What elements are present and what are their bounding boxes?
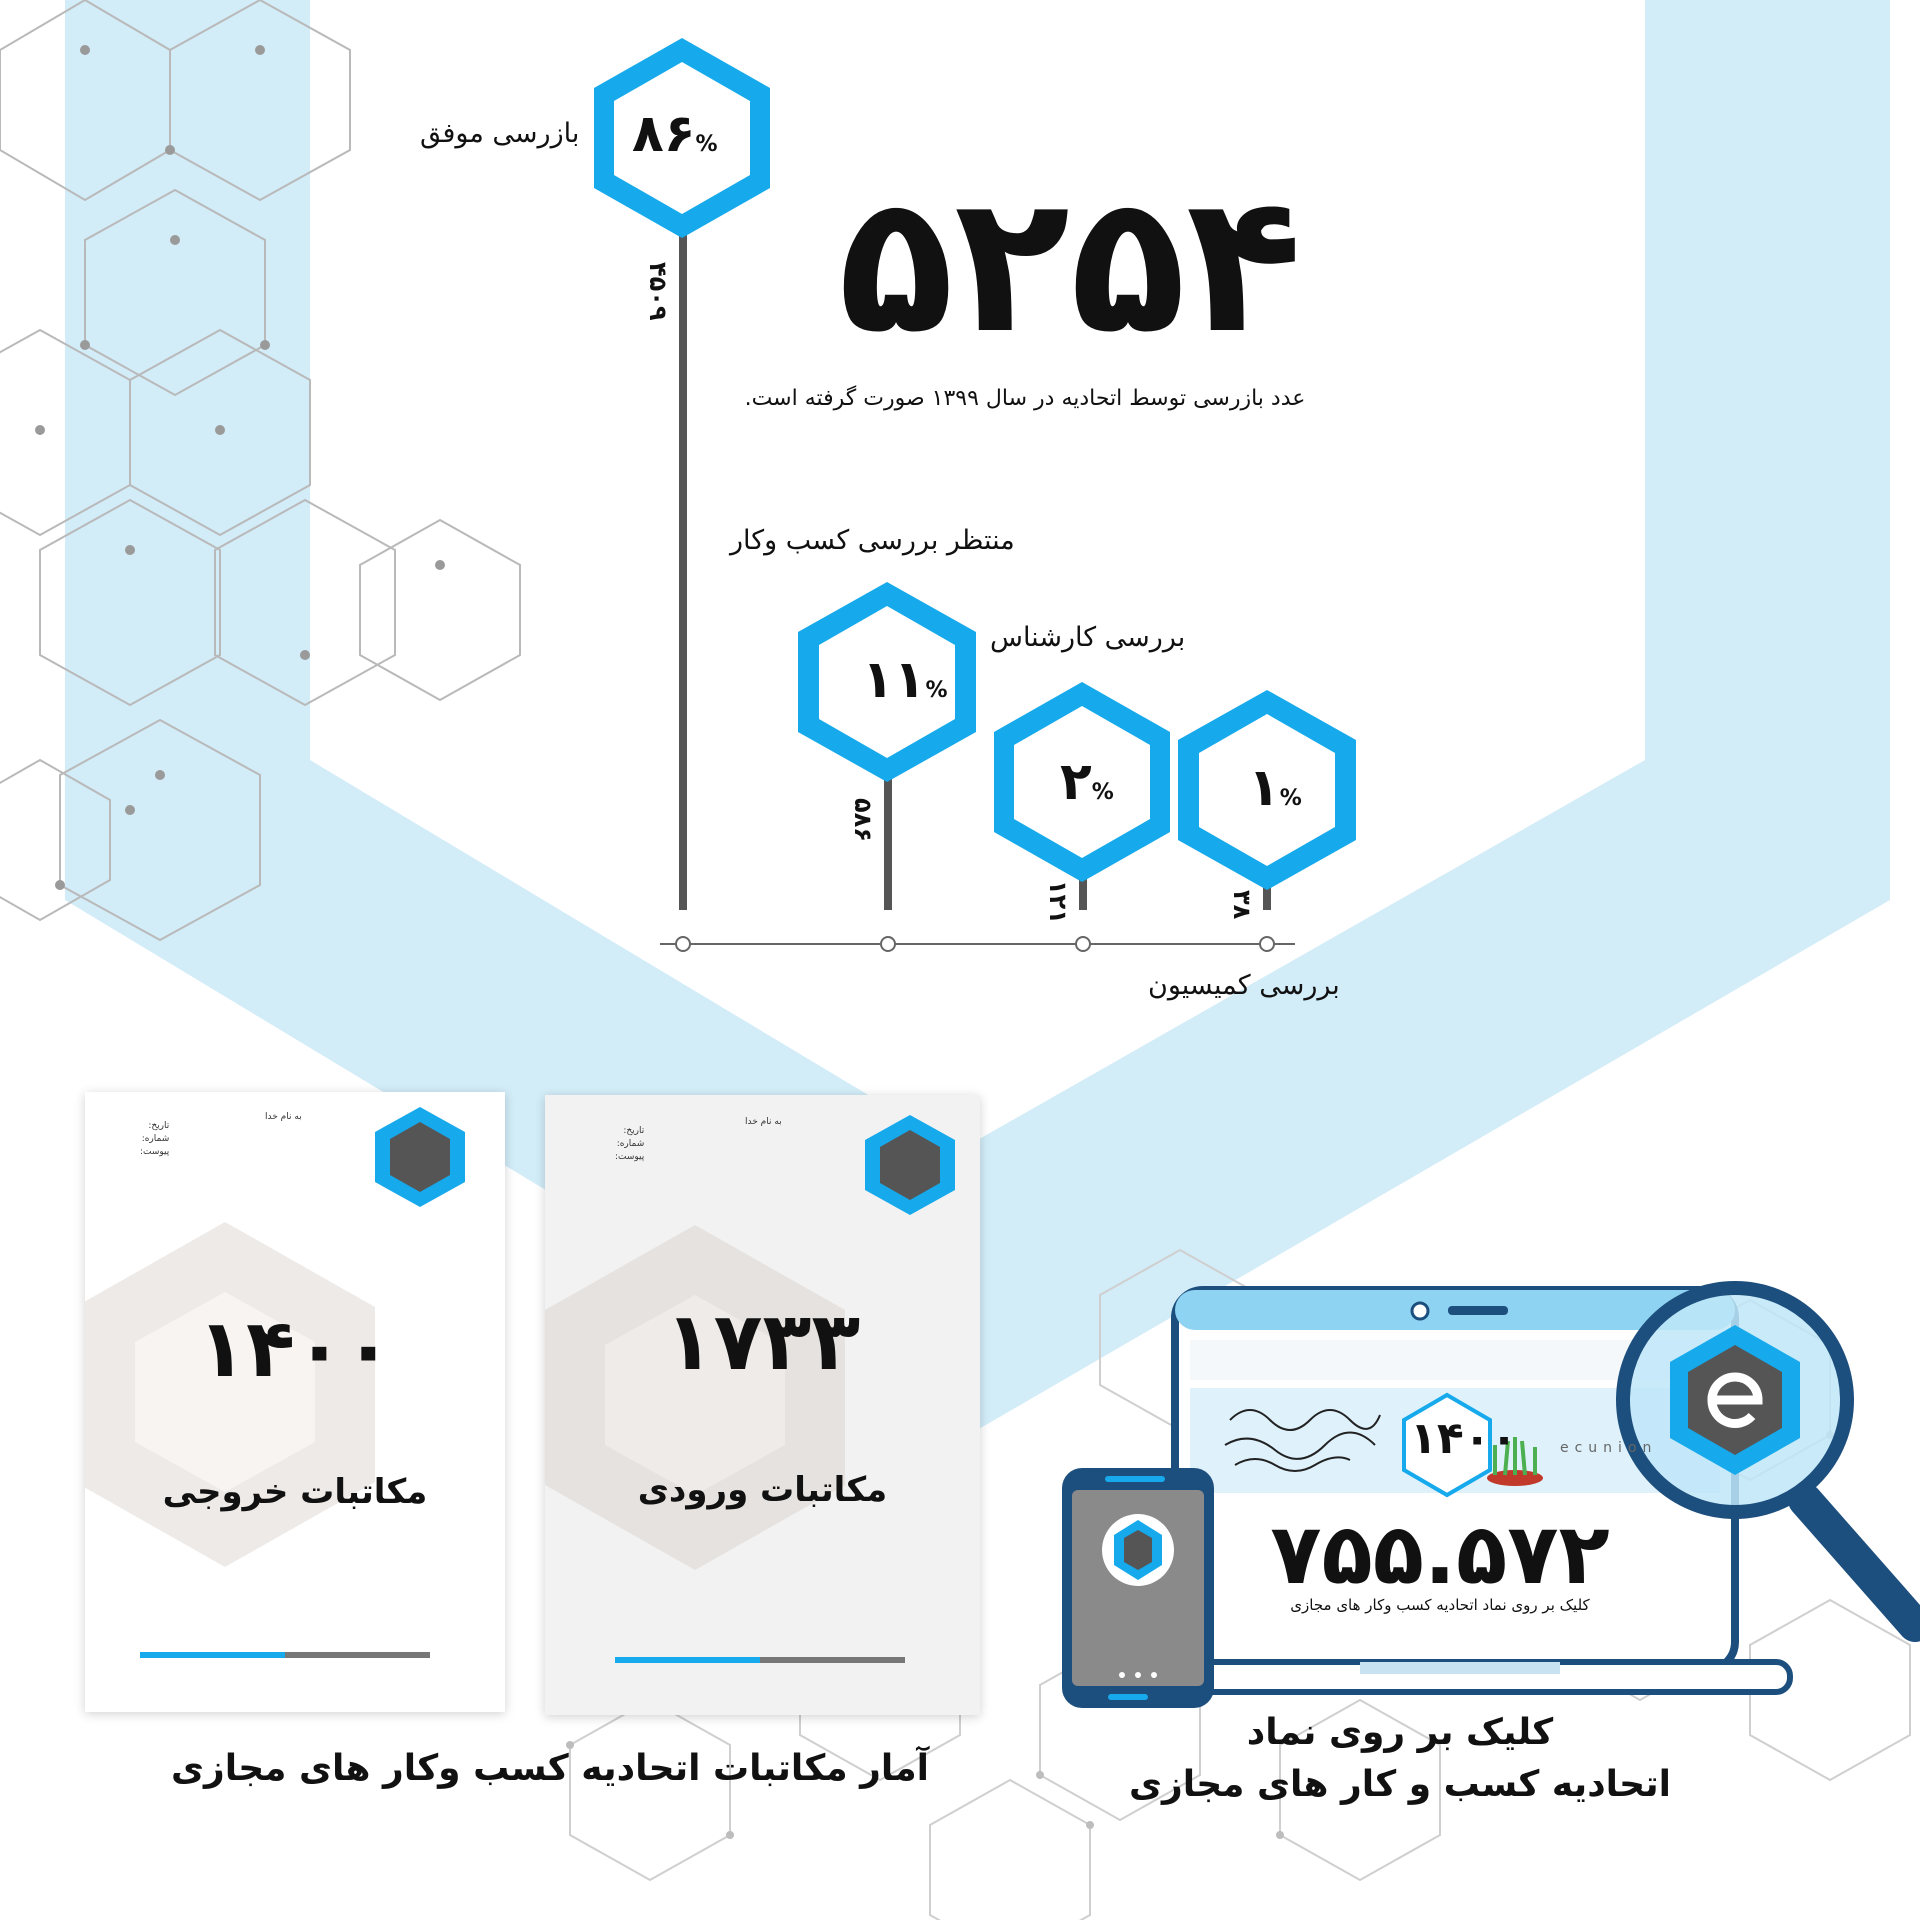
percent-successful: ۸۶% (632, 104, 718, 164)
label-expert: بررسی کارشناس (990, 622, 1186, 653)
magnifier-icon (1616, 1281, 1920, 1642)
total-inspections: ۵۲۵۴ (838, 154, 1306, 375)
incoming-title: مکاتبات ورودی (637, 1470, 888, 1510)
hex-badge-successful (594, 38, 770, 238)
count-pending: ۵۸۶ (849, 798, 877, 842)
hex-badge-expert (994, 682, 1170, 882)
outgoing-count: ۱۴۰۰ (197, 1302, 393, 1395)
outgoing-title: مکاتبات خروجی (162, 1472, 428, 1512)
letter-basmala: به نام خدا (265, 1112, 302, 1122)
label-commission: بررسی کمیسیون (1148, 970, 1340, 1001)
letters-caption: آمار مکاتبات اتحادیه کسب وکار های مجازی (170, 1748, 930, 1789)
incoming-letters-paper: به نام خدا تاریخ:شماره:پیوست: ۱۷۳۳ مکاتب… (545, 1095, 980, 1715)
outgoing-letters-paper: به نام خدا تاریخ:شماره:پیوست: ۱۴۰۰ مکاتب… (85, 1092, 505, 1712)
percent-pending: ۱۱% (862, 650, 948, 710)
clicks-caption-line1: کلیک بر روی نماد (1246, 1712, 1554, 1753)
banner-year: ۱۴۰۰ (1410, 1413, 1518, 1464)
click-count: ۷۵۵.۵۷۲ (1270, 1505, 1610, 1603)
letter-header-fields: تاریخ:شماره:پیوست: (140, 1121, 170, 1157)
label-successful: بازرسی موفق (420, 118, 580, 149)
stem-pending (884, 770, 892, 910)
clicks-caption-line2: اتحادیه کسب و کار های مجازی (1129, 1764, 1671, 1805)
hex-nodes-left (35, 45, 445, 890)
paper-watermark (85, 1107, 465, 1658)
letter-basmala: به نام خدا (745, 1117, 782, 1127)
stems (660, 220, 1295, 952)
count-commission: ۳۸ (1228, 890, 1256, 920)
paper-watermark (545, 1115, 955, 1663)
stem-successful (679, 220, 687, 910)
count-successful: ۴۵۰۹ (644, 262, 672, 321)
click-count-caption: کلیک بر روی نماد اتحادیه کسب وکار های مج… (1290, 1596, 1590, 1614)
percent-commission: ۱% (1248, 758, 1302, 818)
calligraphy-decoration (1224, 1409, 1381, 1472)
hex-badge-commission (1178, 690, 1356, 890)
label-pending: منتظر بررسی کسب وکار (730, 525, 1015, 556)
count-expert: ۱۲۱ (1044, 880, 1072, 924)
stem-expert (1079, 870, 1087, 910)
banner-year-badge (1402, 1392, 1492, 1498)
stem-commission (1263, 880, 1271, 910)
total-inspections-caption: عدد بازرسی توسط اتحادیه در سال ۱۳۹۹ صورت… (744, 386, 1306, 411)
sprouts-decoration (1487, 1437, 1543, 1486)
background-band (65, 0, 1890, 1440)
hex-badge-pending (798, 582, 976, 782)
letter-header-fields: تاریخ:شماره:پیوست: (615, 1126, 645, 1162)
phone-icon (1062, 1468, 1214, 1708)
site-name: ecunion (1560, 1440, 1658, 1456)
incoming-count: ۱۷۳۳ (664, 1295, 861, 1388)
percent-expert: ۲% (1060, 752, 1114, 812)
hex-network-left (0, 0, 521, 942)
